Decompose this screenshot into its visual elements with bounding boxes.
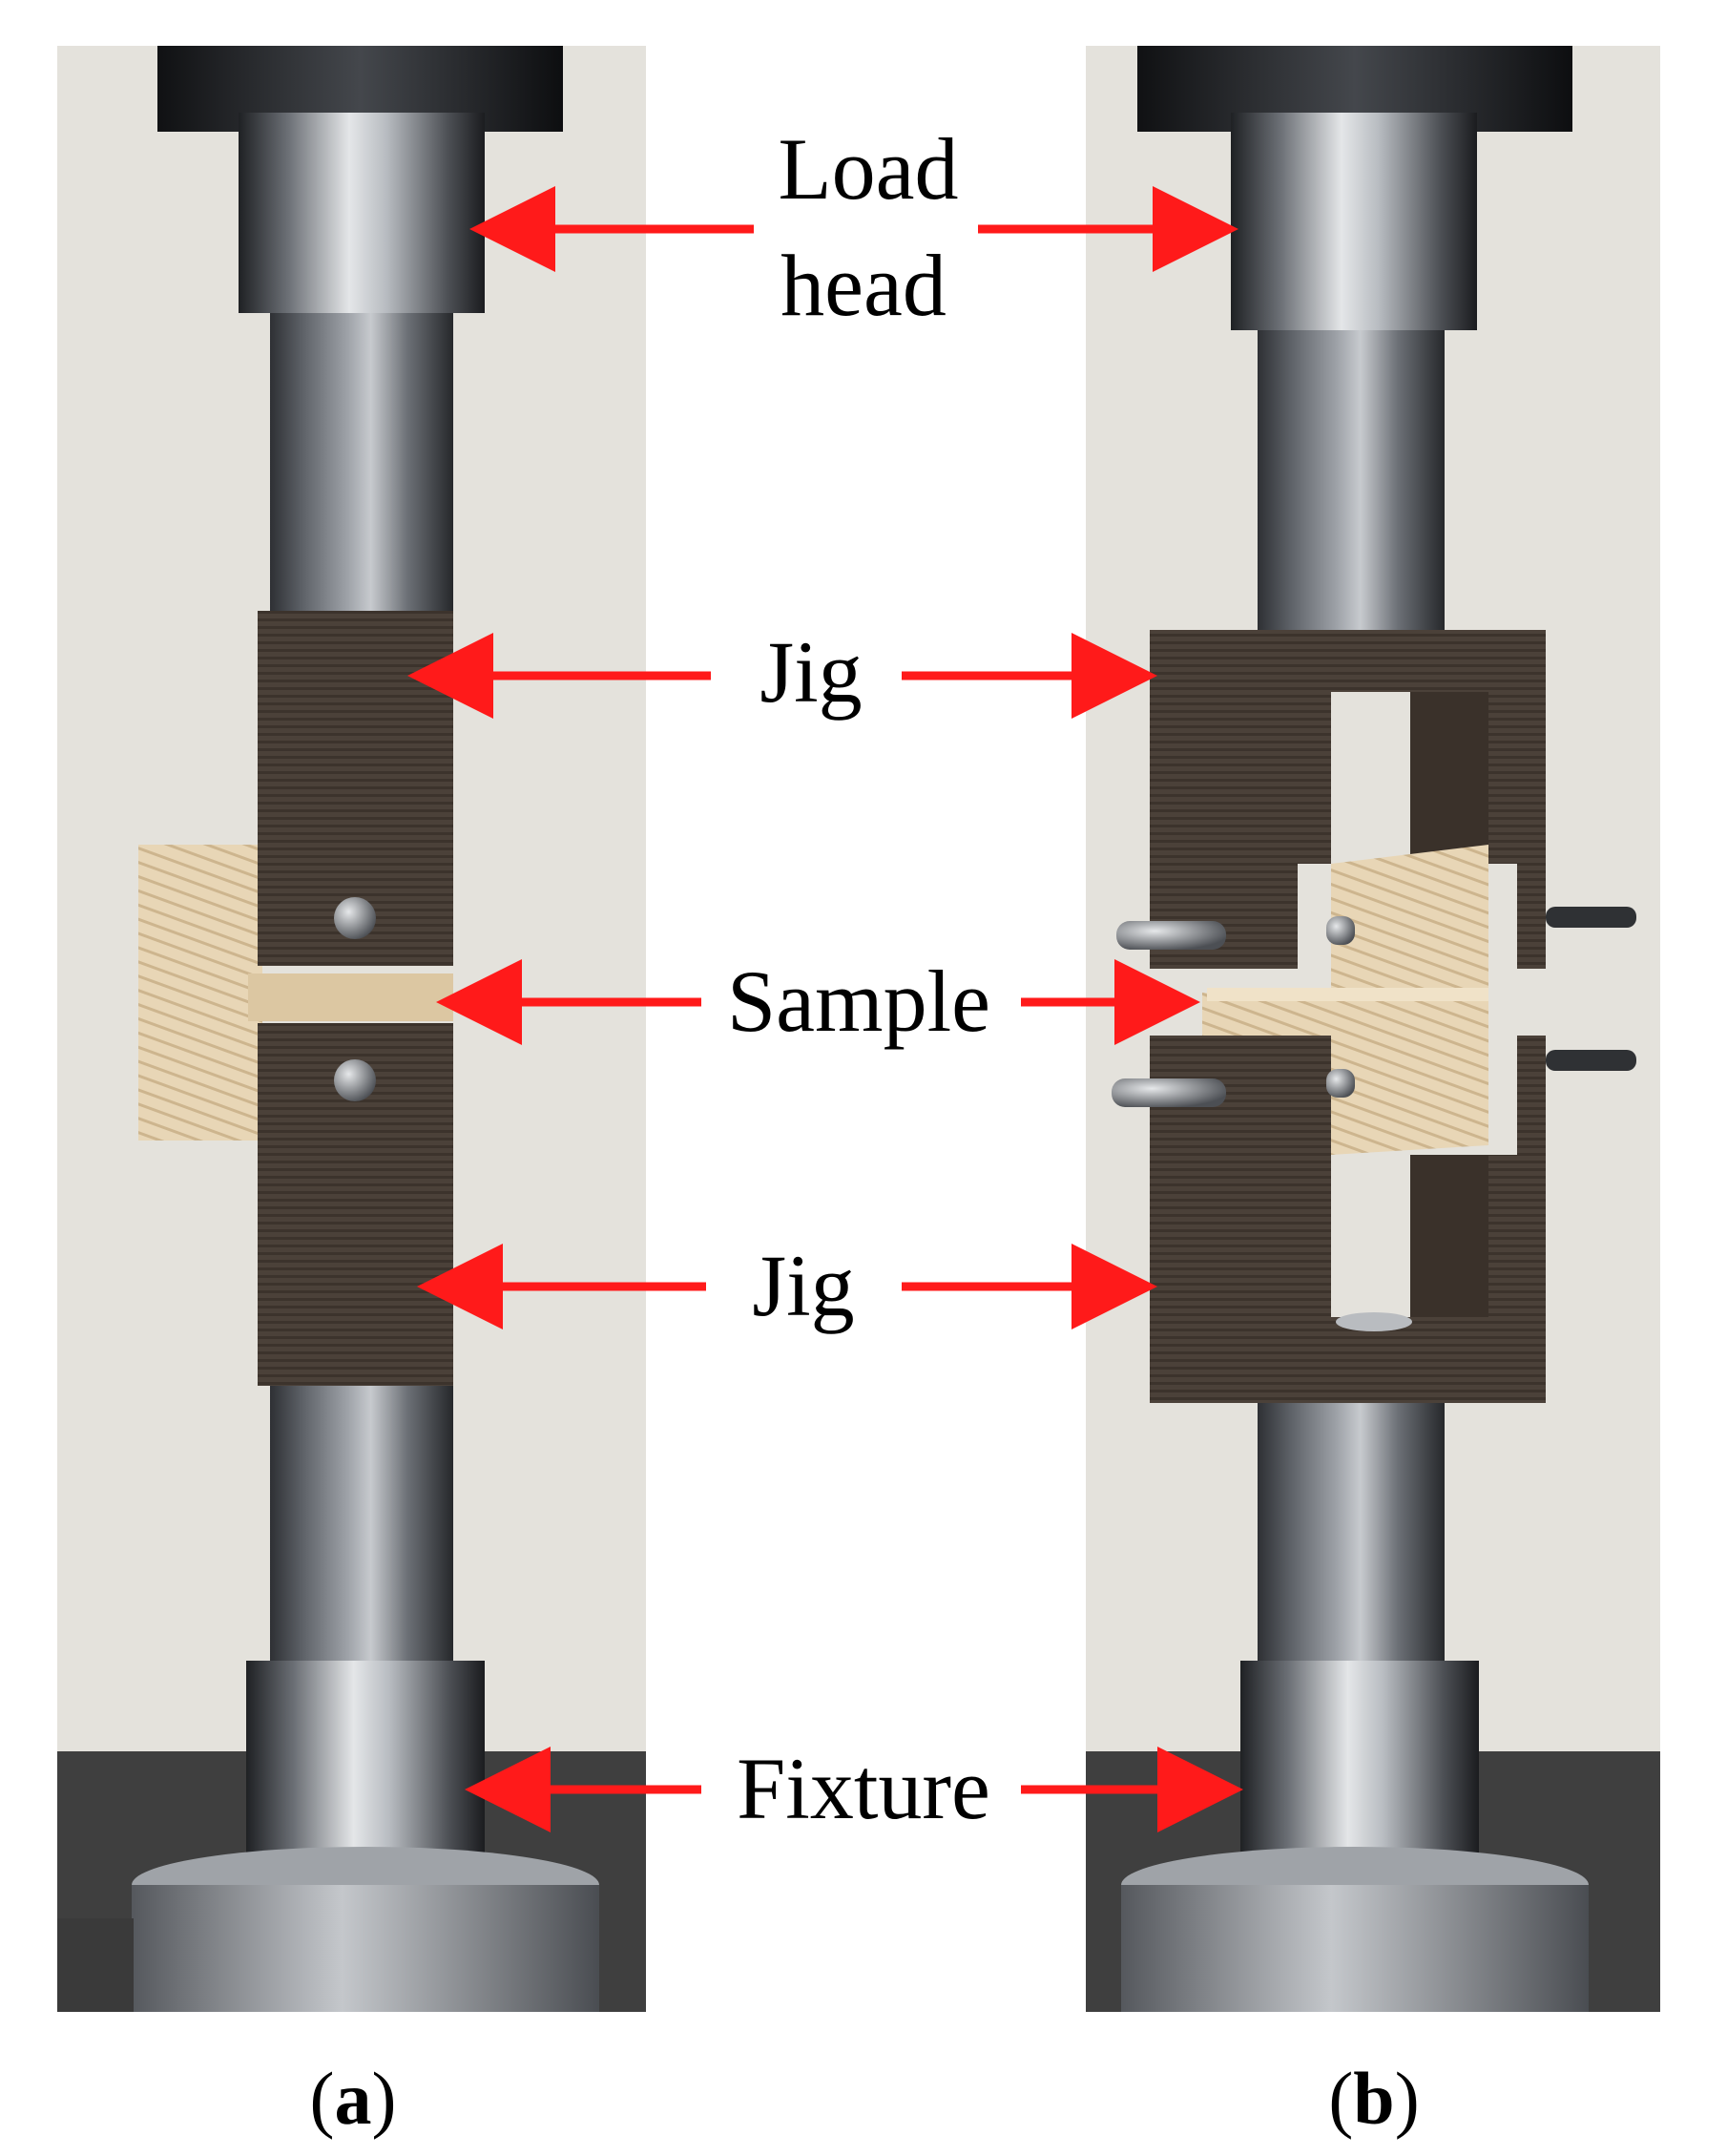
panel-b-pin-right-top <box>1546 907 1636 928</box>
caption-a-close: ) <box>372 2057 397 2140</box>
label-load-head-line2: head <box>780 237 947 334</box>
panel-a-bench-left <box>57 1918 134 2012</box>
callout-arrows <box>407 186 1243 1832</box>
photo-panel-a <box>57 46 646 2012</box>
caption-b-letter: b <box>1353 2057 1394 2140</box>
panel-a-sample-wood <box>138 845 262 1141</box>
panel-captions: (a) (b) <box>310 2057 1420 2140</box>
panel-a-load-head <box>239 113 485 313</box>
caption-a-open: ( <box>310 2057 335 2140</box>
label-jig-bottom: Jig <box>752 1237 854 1334</box>
panel-b-bottom-jig-disk <box>1336 1312 1412 1331</box>
caption-a-letter: a <box>335 2057 372 2140</box>
panel-b-pin-mid-top <box>1326 916 1355 945</box>
panel-b-pin-mid-bottom <box>1326 1069 1355 1098</box>
caption-b: (b) <box>1328 2057 1419 2140</box>
panel-a-bottom-pin <box>334 1059 376 1101</box>
panel-b-bottom-jig-back <box>1410 1155 1488 1317</box>
panel-b-bottom-jig <box>1150 1036 1546 1403</box>
photo-panel-b <box>1086 46 1660 2012</box>
panel-b-lower-shaft <box>1258 1403 1445 1675</box>
panel-b-pin-left-top <box>1116 921 1226 950</box>
label-fixture: Fixture <box>737 1740 990 1837</box>
panel-a-top-pin <box>334 897 376 939</box>
panel-a-sample-slit <box>248 973 453 1021</box>
panel-b-upper-shaft <box>1258 330 1445 636</box>
panel-b-pin-left-bottom <box>1112 1078 1226 1107</box>
panel-b-base <box>1121 1885 1589 2012</box>
panel-b-pin-right-bottom <box>1546 1050 1636 1071</box>
panel-b-top-jig-back <box>1410 692 1488 864</box>
caption-b-close: ) <box>1395 2057 1420 2140</box>
panel-a-base <box>132 1885 599 2012</box>
label-jig-top: Jig <box>759 623 862 721</box>
caption-b-open: ( <box>1328 2057 1353 2140</box>
callout-labels: Load head Jig Sample Jig Fixture <box>727 120 990 1837</box>
panel-b-top-jig <box>1150 630 1546 969</box>
label-load-head-line1: Load <box>778 120 958 218</box>
panel-a-upper-shaft <box>270 313 453 618</box>
label-sample: Sample <box>727 952 990 1050</box>
panel-b-sample-slit <box>1207 988 1488 1001</box>
panel-b-load-head <box>1231 113 1477 330</box>
caption-a: (a) <box>310 2057 397 2140</box>
panel-a-lower-shaft <box>270 1386 453 1677</box>
